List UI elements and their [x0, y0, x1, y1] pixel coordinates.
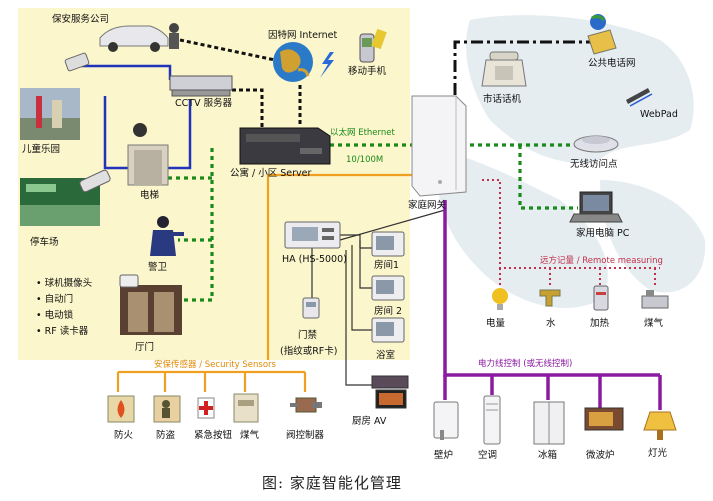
heater-icon [593, 285, 609, 311]
home-gateway-icon [411, 95, 467, 197]
appliance-label: 微波炉 [586, 449, 615, 461]
remote-measuring-label: 远方记量 / Remote measuring [540, 255, 663, 266]
meter-label: 水 [546, 317, 556, 329]
remote-links [482, 179, 660, 285]
room-panel-icon [371, 275, 405, 301]
public-phone-label: 公共电话网 [588, 57, 636, 69]
powerline-links [443, 200, 662, 410]
guard-label: 警卫 [148, 261, 168, 273]
elevator-icon [127, 123, 169, 186]
phone-link [453, 40, 590, 95]
sensor-label: 阀控制器 [286, 429, 325, 441]
elevator-label: 电梯 [140, 189, 160, 201]
room-label: 浴室 [376, 349, 395, 361]
valve-controller-icon [290, 397, 322, 413]
air-conditioner-icon [483, 395, 501, 445]
sensor-label: 防盗 [156, 429, 176, 441]
lobby-device-item: • 球机摄像头 [36, 277, 92, 289]
webpad-icon [626, 88, 653, 107]
meter-label: 煤气 [644, 317, 664, 329]
parking-camera-icon [79, 169, 111, 193]
boiler-icon [433, 401, 459, 440]
lobby-device-item: • RF 读卡器 [36, 325, 89, 337]
internet-label: 因特网 Internet [268, 29, 338, 41]
wireless-ap-icon [573, 135, 619, 153]
mobile-label: 移动手机 [348, 65, 387, 77]
ethernet-speed-label: 10/100M [346, 155, 383, 165]
room-panel-icon [371, 231, 405, 257]
guard-icon [150, 216, 184, 256]
server-label: 公寓 / 小区 Server [230, 167, 312, 179]
security-links [116, 173, 418, 392]
room-panel-icon [371, 317, 405, 343]
fridge-icon [533, 401, 565, 445]
ha-label: HA (HS-5000) [282, 254, 347, 265]
local-phone-label: 市话话机 [483, 93, 522, 105]
lobby-device-item: • 自动门 [36, 293, 73, 305]
kitchen-label: 厨房 AV [352, 415, 387, 427]
globe-icon [273, 42, 313, 82]
emergency-button-icon [197, 397, 215, 419]
meter-label: 电量 [486, 317, 506, 329]
meter-electric-icon [492, 288, 508, 310]
lobby-device-list: • 球机摄像头 • 自动门 • 电动锁 • RF 读卡器 [36, 277, 92, 337]
ha-links [311, 209, 446, 386]
door-label: 门禁 [298, 329, 318, 341]
kitchen-av-icon [371, 375, 409, 409]
security-car-icon [99, 23, 179, 52]
appliance-label: 冰箱 [538, 449, 557, 461]
water-tap-icon [539, 289, 561, 307]
wireless-ap-label: 无线访问点 [570, 158, 618, 170]
lamp-icon [643, 411, 677, 440]
laptop-label: 家用电脑 PC [576, 227, 630, 239]
desk-phone-icon [481, 51, 527, 87]
playground-label: 儿童乐园 [22, 143, 60, 155]
fire-sensor-icon [107, 395, 135, 423]
webpad-label: WebPad [640, 109, 678, 120]
room-label: 房间 2 [374, 305, 402, 317]
powerline-label: 电力线控制 (或无线控制) [478, 358, 572, 369]
parking-label: 停车场 [30, 236, 59, 248]
lobby-label: 厅门 [135, 341, 154, 353]
security-sensors-label: 安保传感器 / Security Sensors [154, 359, 277, 370]
sensor-label: 防火 [114, 429, 134, 441]
gateway-label: 家庭网关 [408, 199, 447, 211]
laptop-icon [569, 191, 623, 223]
appliance-label: 壁炉 [434, 449, 453, 461]
microwave-icon [584, 407, 624, 431]
meter-label: 加热 [590, 317, 610, 329]
server-links [179, 38, 302, 130]
lobby-door-photo [119, 274, 182, 335]
community-server-icon [239, 127, 331, 165]
figure-caption: 图: 家庭智能化管理 [262, 474, 402, 492]
gas-meter-icon [641, 290, 669, 309]
sensor-label: 煤气 [240, 429, 260, 441]
room-label: 房间1 [374, 259, 399, 271]
ethernet-label: 以太网 Ethernet [330, 127, 395, 138]
appliance-label: 灯光 [648, 447, 668, 459]
security-company-label: 保安服务公司 [52, 13, 109, 25]
burglar-sensor-icon [153, 395, 181, 423]
door-access-icon [302, 297, 320, 319]
public-phone-icon [587, 14, 617, 55]
mobile-phone-icon [359, 28, 387, 63]
lobby-device-item: • 电动锁 [36, 309, 74, 321]
door-sub-label: (指纹或RF卡) [280, 345, 337, 357]
camera-icon [64, 52, 90, 72]
lightning-icon [320, 52, 334, 78]
cctv-server-label: CCTV 服务器 [175, 97, 233, 109]
ha-panel-icon [284, 221, 341, 249]
playground-photo [20, 88, 80, 140]
gas-sensor-icon [233, 393, 259, 423]
sensor-label: 紧急按钮 [194, 429, 233, 441]
appliance-label: 空调 [478, 449, 497, 461]
cctv-server-icon [169, 75, 233, 97]
